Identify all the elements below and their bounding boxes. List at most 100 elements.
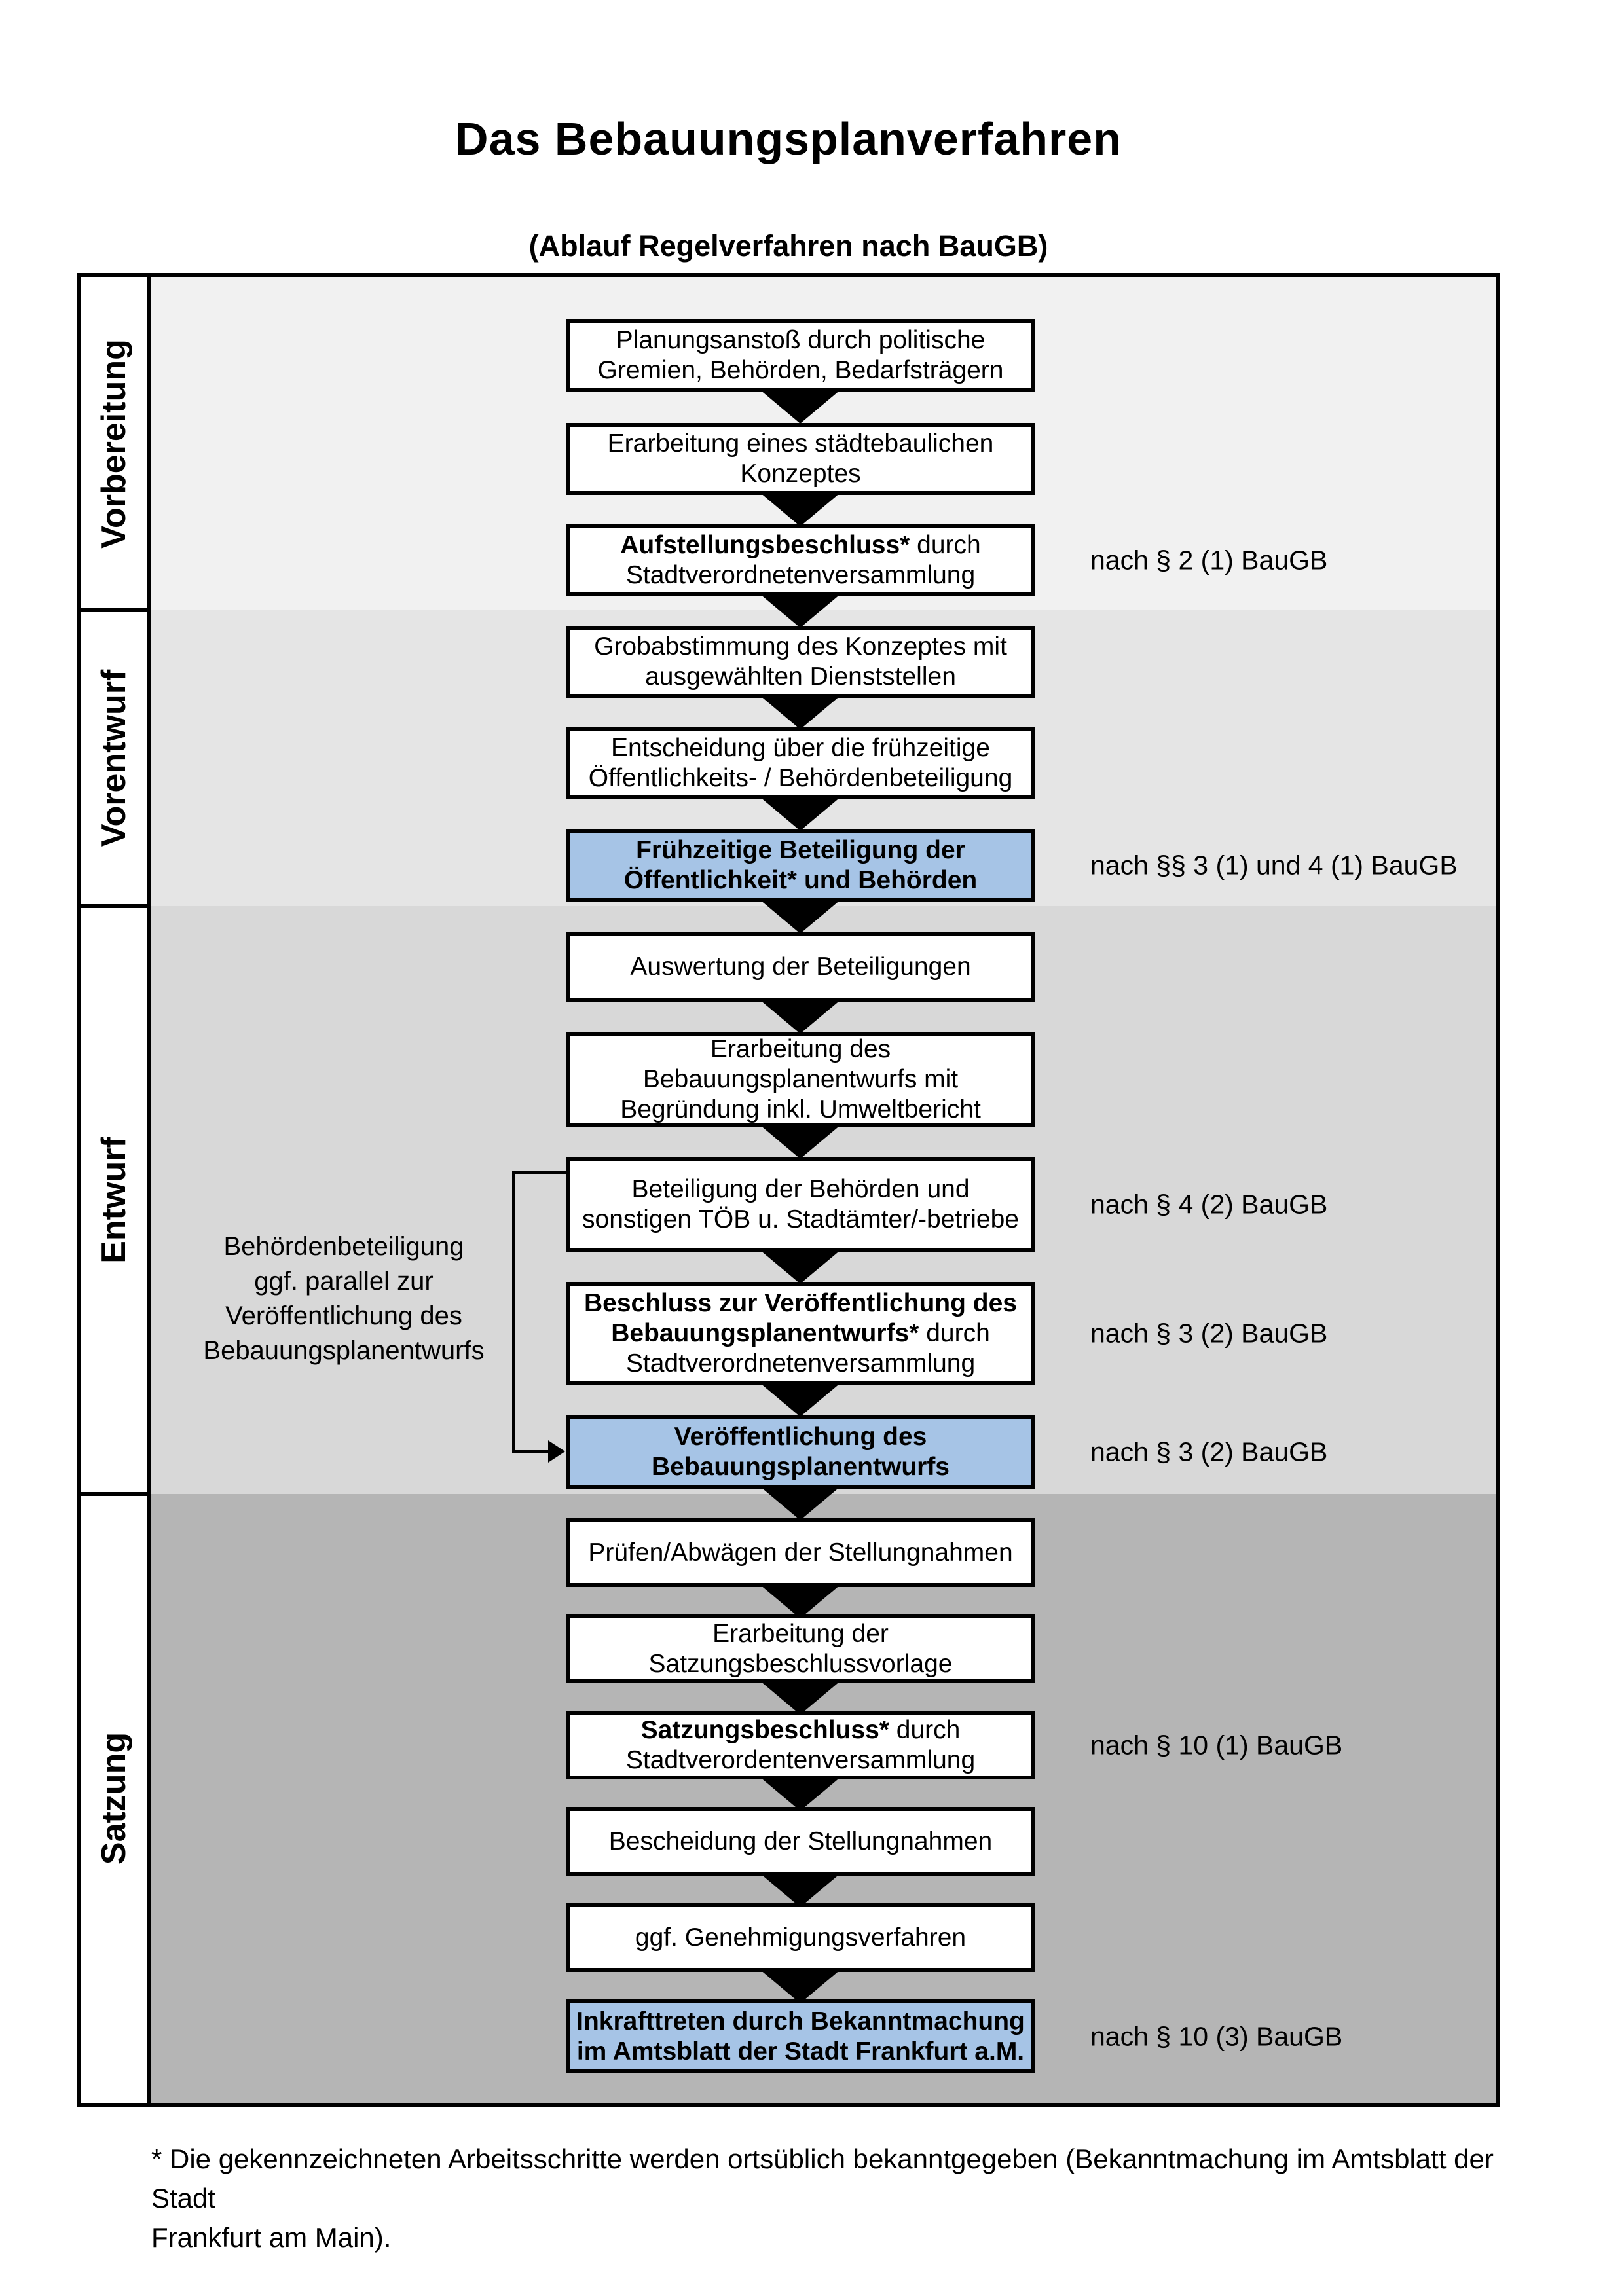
flow-box-line: Stadtverordnetenversammlung	[626, 1349, 975, 1379]
down-arrow-icon	[760, 1777, 841, 1811]
flow-box-line: Bebauungsplanentwurfs	[652, 1452, 950, 1482]
flow-box-text: durch	[919, 1319, 990, 1347]
label-cell-divider	[77, 608, 151, 612]
flow-box-text: Öffentlichkeit* und Behörden	[623, 866, 978, 894]
flow-box-text: Stadtverordentenversammlung	[625, 1745, 976, 1774]
down-arrow-icon	[760, 492, 841, 526]
flow-box-text: durch	[910, 531, 981, 559]
legal-ref-fruehzeitige-beteiligung: nach §§ 3 (1) und 4 (1) BauGB	[1090, 850, 1458, 881]
flow-box-text: im Amtsblatt der Stadt Frankfurt a.M.	[576, 2037, 1025, 2066]
flow-box-line: Satzungsbeschluss* durch	[641, 1715, 961, 1745]
flow-box-text: Gremien, Behörden, Bedarfsträgern	[597, 356, 1004, 384]
flow-box-text: Prüfen/Abwägen der Stellungnahmen	[588, 1538, 1013, 1567]
flow-box-text: durch Bekanntmachung	[725, 2007, 1025, 2035]
flow-box-genehmigungsverfahren: ggf. Genehmigungsverfahren	[566, 1903, 1035, 1972]
page-title: Das Bebauungsplanverfahren	[455, 113, 1122, 164]
bracket-bottom-line	[512, 1450, 548, 1453]
section-label-vorentwurf: Vorentwurf	[95, 669, 133, 847]
flow-box-text: Grobabstimmung des Konzeptes mit	[594, 632, 1007, 661]
flow-box-line: Planungsanstoß durch politische	[616, 325, 986, 355]
flow-box-text: Bebauungsplanentwurfs mit	[642, 1065, 959, 1093]
flow-box-line: ausgewählten Dienststellen	[645, 662, 956, 692]
flow-box-line: Bescheidung der Stellungnahmen	[609, 1827, 992, 1857]
flow-box-line: Konzeptes	[740, 459, 860, 489]
flow-box-line: sonstigen TÖB u. Stadtämter/-betriebe	[582, 1205, 1019, 1235]
flow-box-line: Veröffentlichung des	[674, 1422, 927, 1452]
flow-box-line: Aufstellungsbeschluss* durch	[620, 530, 981, 560]
bracket-top-line	[512, 1171, 566, 1174]
flow-box-text: Öffentlichkeits- / Behördenbeteiligung	[588, 764, 1013, 792]
down-arrow-icon	[760, 1000, 841, 1034]
flow-box-line: Erarbeitung des	[710, 1034, 891, 1065]
down-arrow-icon	[760, 695, 841, 729]
flow-box-line: Inkrafttreten durch Bekanntmachung	[576, 2007, 1025, 2037]
flow-box-line: Prüfen/Abwägen der Stellungnahmen	[588, 1538, 1012, 1568]
flow-box-pruefen-abwaegen: Prüfen/Abwägen der Stellungnahmen	[566, 1518, 1035, 1587]
flow-box-text: Bebauungsplanentwurfs	[651, 1452, 950, 1481]
down-arrow-icon	[760, 594, 841, 628]
section-label-satzung: Satzung	[95, 1732, 133, 1865]
flow-box-text: Satzungsbeschluss*	[640, 1715, 889, 1744]
flow-box-text: Beschluss zur Veröffentlichung des	[584, 1289, 1017, 1317]
flow-box-line: Öffentlichkeits- / Behördenbeteiligung	[589, 763, 1013, 793]
flow-box-text: Erarbeitung der	[712, 1619, 889, 1648]
legal-ref-satzungsbeschluss: nach § 10 (1) BauGB	[1090, 1730, 1343, 1760]
flow-box-text: Inkrafttreten	[576, 2007, 726, 2035]
flow-box-text: Planungsanstoß durch politische	[616, 326, 986, 354]
flow-box-text: Erarbeitung des	[710, 1035, 891, 1063]
flow-box-line: im Amtsblatt der Stadt Frankfurt a.M.	[577, 2037, 1024, 2067]
flow-box-text: Stadtverordnetenversammlung	[625, 561, 976, 589]
down-arrow-icon	[760, 1250, 841, 1284]
flow-box-text: Frühzeitige Beteiligung der	[636, 836, 965, 864]
down-arrow-icon	[760, 1125, 841, 1159]
down-arrow-icon	[760, 1383, 841, 1417]
flow-box-text: Entscheidung über die frühzeitige	[611, 734, 990, 762]
label-column-divider	[147, 273, 151, 2107]
flow-box-text: Stadtverordnetenversammlung	[625, 1349, 976, 1377]
footnote: * Die gekennzeichneten Arbeitsschritte w…	[151, 2143, 1494, 2253]
bracket-vertical-line	[512, 1171, 515, 1453]
flow-box-text: Bebauungsplanentwurfs*	[611, 1319, 919, 1347]
flow-box-line: ggf. Genehmigungsverfahren	[635, 1923, 966, 1953]
flow-box-text: Auswertung der Beteiligungen	[630, 953, 971, 981]
bracket-arrowhead-icon	[548, 1440, 565, 1463]
flow-box-line: Satzungsbeschlussvorlage	[649, 1649, 953, 1679]
legal-ref-aufstellungsbeschluss: nach § 2 (1) BauGB	[1090, 545, 1328, 575]
section-label-vorbereitung: Vorbereitung	[95, 338, 133, 549]
label-cell-divider	[77, 904, 151, 908]
section-label-entwurf: Entwurf	[95, 1137, 133, 1264]
down-arrow-icon	[760, 1969, 841, 2003]
legal-ref-beteiligung-behoerden-toeb: nach § 4 (2) BauGB	[1090, 1189, 1328, 1220]
flow-box-line: Stadtverordnetenversammlung	[626, 560, 975, 591]
down-arrow-icon	[760, 1681, 841, 1715]
flow-box-text: Aufstellungsbeschluss*	[620, 531, 910, 559]
down-arrow-icon	[760, 900, 841, 934]
legal-ref-veroeffentlichung-entwurf: nach § 3 (2) BauGB	[1090, 1436, 1328, 1467]
flow-box-text: ggf. Genehmigungsverfahren	[635, 1923, 967, 1952]
down-arrow-icon	[760, 390, 841, 424]
down-arrow-icon	[760, 1486, 841, 1520]
flow-box-text: sonstigen TÖB u. Stadtämter/-betriebe	[582, 1205, 1019, 1233]
flow-box-text: Begründung inkl. Umweltbericht	[620, 1095, 981, 1123]
flow-box-line: Bebauungsplanentwurfs* durch	[611, 1319, 990, 1349]
down-arrow-icon	[760, 1584, 841, 1618]
flow-box-line: Gremien, Behörden, Bedarfsträgern	[597, 355, 1003, 386]
legal-ref-inkrafttreten: nach § 10 (3) BauGB	[1090, 2021, 1343, 2051]
flow-box-line: Auswertung der Beteiligungen	[630, 952, 970, 982]
legal-ref-beschluss-veroeffentlichung: nach § 3 (2) BauGB	[1090, 1318, 1328, 1349]
flow-box-line: Erarbeitung der	[712, 1619, 889, 1649]
flow-box-text: Erarbeitung eines städtebaulichen	[607, 429, 994, 458]
flow-box-text: durch	[889, 1715, 961, 1744]
